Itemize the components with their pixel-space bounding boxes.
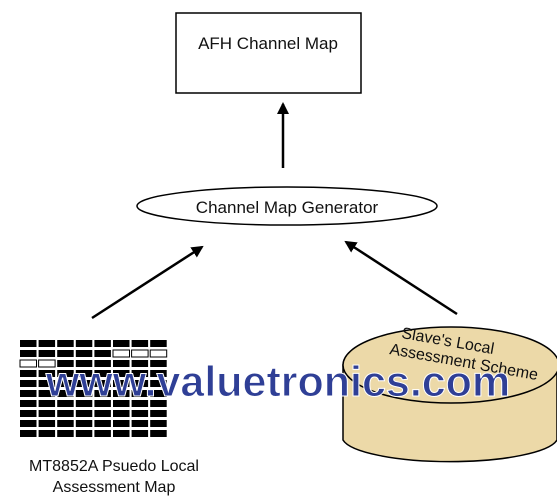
grid-cell-used xyxy=(150,370,167,377)
grid-cell-used xyxy=(131,410,149,417)
grid-cell-used xyxy=(57,380,74,387)
grid-cell-used xyxy=(94,340,111,347)
grid-cell-used xyxy=(20,410,37,417)
grid-cell-used xyxy=(75,370,93,377)
grid-cell-used xyxy=(131,430,149,437)
grid-cell-used xyxy=(75,350,93,357)
channel-map-generator-node: Channel Map Generator xyxy=(136,186,438,226)
grid-cell-used xyxy=(57,340,74,347)
grid-cell-used xyxy=(57,430,74,437)
grid-cell-used xyxy=(131,420,149,427)
grid-cell-used xyxy=(57,390,74,397)
grid-cell-used xyxy=(150,420,167,427)
grid-cell-used xyxy=(38,380,56,387)
grid-cell-used xyxy=(38,350,56,357)
grid-cell-used xyxy=(150,380,167,387)
grid-cell-used xyxy=(94,390,111,397)
grid-cell-used xyxy=(75,430,93,437)
grid-cell-used xyxy=(75,420,93,427)
grid-cell-used xyxy=(38,400,56,407)
grid-cell-used xyxy=(94,350,111,357)
grid-cell-used xyxy=(113,420,130,427)
grid-cell-used xyxy=(38,420,56,427)
grid-caption-line1: MT8852A Psuedo Local xyxy=(29,458,199,475)
grid-cell-used xyxy=(57,420,74,427)
grid-cell-used xyxy=(20,420,37,427)
slave-local-assessment-cylinder: Slave's Local Assessment Scheme xyxy=(342,325,557,463)
grid-cell-used xyxy=(131,380,149,387)
grid-cell-used xyxy=(113,380,130,387)
grid-cell-used xyxy=(20,400,37,407)
grid-cell-used xyxy=(75,410,93,417)
grid-cell-used xyxy=(113,370,130,377)
grid-cell-unused xyxy=(149,349,168,358)
pseudo-local-assessment-grid xyxy=(19,340,168,437)
grid-cell-used xyxy=(75,380,93,387)
grid-cell-used xyxy=(38,340,56,347)
afh-channel-map-box: AFH Channel Map xyxy=(175,12,362,94)
grid-cell-used xyxy=(150,400,167,407)
grid-cell-used xyxy=(150,360,167,367)
grid-cell-used xyxy=(131,360,149,367)
channel-map-generator-label: Channel Map Generator xyxy=(196,198,379,217)
grid-cell-used xyxy=(20,380,37,387)
grid-cell-unused xyxy=(38,359,56,368)
grid-cell-used xyxy=(75,390,93,397)
grid-cell-used xyxy=(150,430,167,437)
grid-cell-used xyxy=(75,340,93,347)
arrow-from-cylinder xyxy=(344,240,458,316)
grid-cell-used xyxy=(38,370,56,377)
grid-cell-used xyxy=(150,410,167,417)
grid-cell-used xyxy=(94,430,111,437)
grid-cell-used xyxy=(38,410,56,417)
grid-cell-used xyxy=(131,370,149,377)
grid-cell-unused xyxy=(131,349,149,358)
grid-cell-used xyxy=(38,430,56,437)
grid-caption-line2: Assessment Map xyxy=(53,479,176,496)
grid-cell-used xyxy=(20,370,37,377)
grid-cell-used xyxy=(113,360,130,367)
grid-cell-used xyxy=(57,350,74,357)
grid-cell-used xyxy=(75,400,93,407)
grid-cell-used xyxy=(20,350,37,357)
grid-cell-used xyxy=(131,400,149,407)
watermark-text: www.valuetronics.com xyxy=(45,358,510,406)
grid-cell-used xyxy=(113,410,130,417)
grid-cell-used xyxy=(113,340,130,347)
arrow-from-grid xyxy=(91,245,204,320)
grid-cell-used xyxy=(113,430,130,437)
grid-cell-used xyxy=(113,400,130,407)
grid-cell-used xyxy=(94,400,111,407)
grid-cell-used xyxy=(131,340,149,347)
grid-cell-used xyxy=(20,340,37,347)
grid-cell-used xyxy=(38,390,56,397)
grid-cell-used xyxy=(57,360,74,367)
grid-cell-used xyxy=(57,370,74,377)
grid-cell-used xyxy=(20,430,37,437)
grid-cell-used xyxy=(20,390,37,397)
grid-cell-used xyxy=(94,420,111,427)
grid-cell-used xyxy=(94,380,111,387)
grid-cell-used xyxy=(150,390,167,397)
grid-cell-used xyxy=(94,360,111,367)
grid-cell-used xyxy=(94,370,111,377)
grid-cell-used xyxy=(94,410,111,417)
grid-cell-used xyxy=(150,340,167,347)
grid-cell-used xyxy=(57,400,74,407)
grid-cell-used xyxy=(113,390,130,397)
grid-cell-used xyxy=(131,390,149,397)
grid-cell-unused xyxy=(112,349,130,358)
grid-cell-used xyxy=(57,410,74,417)
grid-cell-used xyxy=(75,360,93,367)
grid-cell-unused xyxy=(19,359,37,368)
afh-channel-map-label: AFH Channel Map xyxy=(198,34,338,53)
